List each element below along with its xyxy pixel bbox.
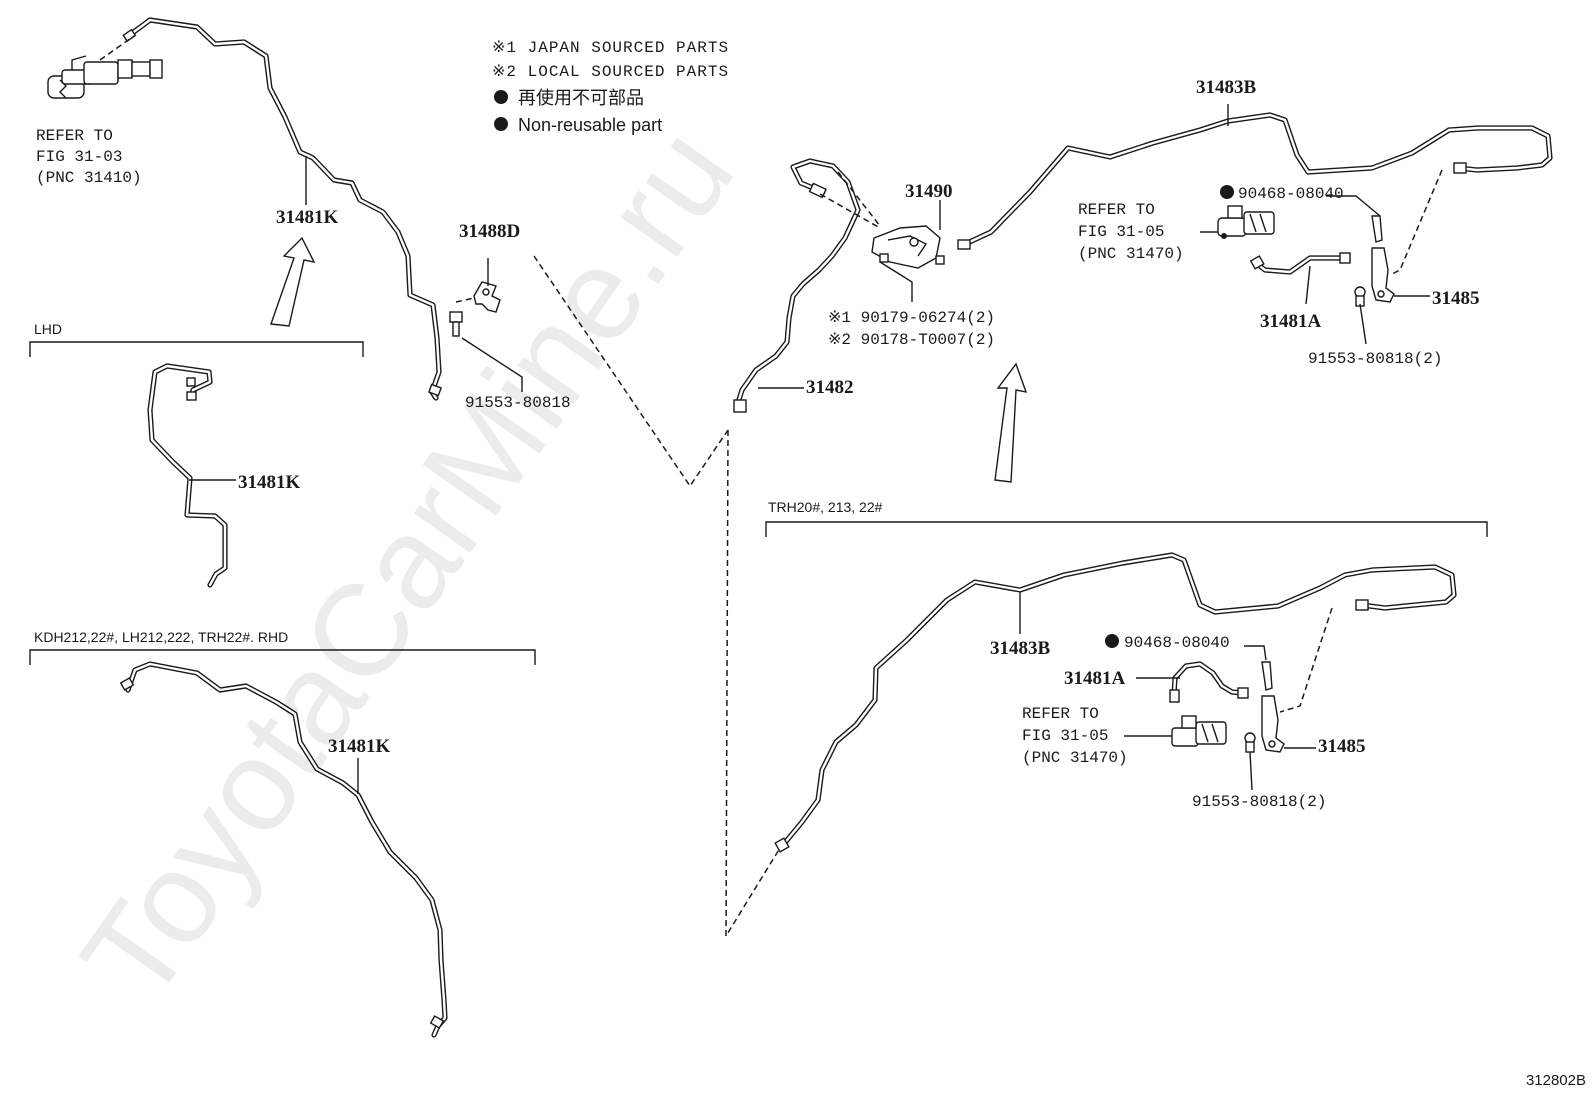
refer-b-line3: (PNC 31470) — [1078, 245, 1184, 263]
note-japan-sourced: ※1 JAPAN SOURCED PARTS — [492, 39, 729, 57]
part-label-31482: 31482 — [806, 377, 854, 398]
part-label-31481k-rhd: 31481K — [328, 736, 391, 757]
part-label-90468-a: 90468-08040 — [1238, 185, 1344, 203]
arrow-up-right-icon — [994, 362, 1028, 483]
pipe-31481k-lhd — [147, 363, 228, 588]
union-31490-icon — [819, 171, 945, 269]
section-label-lhd: LHD — [34, 321, 62, 337]
figure-code: 312802B — [1526, 1072, 1586, 1089]
part-label-90468-b: 90468-08040 — [1124, 634, 1230, 652]
refer-a-line2: FIG 31-03 — [36, 148, 122, 166]
master-cylinder-icon — [47, 35, 163, 99]
notes-block: ※1 JAPAN SOURCED PARTS ※2 LOCAL SOURCED … — [492, 39, 729, 135]
part-label-31481a-lower: 31481A — [1064, 668, 1126, 689]
pipe-fittings — [119, 28, 1467, 1029]
section-bracket-lhd — [29, 341, 364, 357]
part-label-91553-80818-2-top: 91553-80818(2) — [1308, 350, 1442, 368]
dashed-connectors — [533, 255, 781, 939]
part-label-31485-lower: 31485 — [1318, 736, 1366, 757]
part-numbers: 31481K 31481K 31481K 31488D 91553-80818 … — [238, 77, 1480, 811]
note-non-reusable-jp: 再使用不可部品 — [518, 88, 644, 108]
pipe-31481k-rhd — [125, 661, 448, 1038]
release-cylinder-lower-icon — [1171, 715, 1227, 747]
section-captions: LHD KDH212,22#, LH212,222, TRH22#. RHD T… — [34, 321, 883, 645]
refer-b-line1: REFER TO — [1078, 201, 1155, 219]
release-cylinder-top-icon — [1217, 205, 1275, 239]
part-label-31481k-lhd: 31481K — [238, 472, 301, 493]
arrow-up-left-icon — [270, 236, 316, 327]
part-label-31488d: 31488D — [459, 221, 520, 242]
part-label-31481k-top: 31481K — [276, 207, 339, 228]
non-reusable-mark-a — [1220, 185, 1234, 199]
pipe-31481a-top — [1253, 255, 1348, 275]
bracket-31485-lower-icon — [1244, 607, 1333, 753]
part-label-91553-80818: 91553-80818 — [465, 394, 571, 412]
part-label-90178: ※2 90178-T0007(2) — [828, 331, 995, 349]
refer-a-line1: REFER TO — [36, 127, 113, 145]
part-label-31490: 31490 — [905, 181, 953, 202]
note-non-reusable-en: Non-reusable part — [518, 115, 662, 135]
refer-c-line3: (PNC 31470) — [1022, 749, 1128, 767]
part-label-90179: ※1 90179-06274(2) — [828, 309, 995, 327]
refer-notes: REFER TO FIG 31-03 (PNC 31410) REFER TO … — [36, 127, 1184, 767]
non-reusable-mark-b — [1105, 634, 1119, 648]
part-label-31483b-lower: 31483B — [990, 638, 1051, 659]
section-bracket-rhd — [29, 649, 536, 665]
pipe-31481k-top — [128, 17, 442, 401]
refer-c-line2: FIG 31-05 — [1022, 727, 1108, 745]
leader-lines — [189, 104, 1430, 794]
refer-b-line2: FIG 31-05 — [1078, 223, 1164, 241]
part-label-31485-top: 31485 — [1432, 288, 1480, 309]
refer-c-line1: REFER TO — [1022, 705, 1099, 723]
pipe-31483b-top — [960, 112, 1553, 248]
pipe-31481a-lower — [1171, 661, 1245, 698]
part-label-31481a-top: 31481A — [1260, 311, 1322, 332]
note-local-sourced: ※2 LOCAL SOURCED PARTS — [492, 63, 729, 81]
pipe-31483b-lower — [780, 552, 1457, 848]
section-bracket-trh — [765, 521, 1488, 537]
part-label-91553-80818-2-lower: 91553-80818(2) — [1192, 793, 1326, 811]
refer-a-line3: (PNC 31410) — [36, 169, 142, 187]
section-label-trh: TRH20#, 213, 22# — [768, 499, 883, 515]
pipe-31482 — [735, 158, 861, 406]
part-label-31483b-top: 31483B — [1196, 77, 1257, 98]
section-label-rhd: KDH212,22#, LH212,222, TRH22#. RHD — [34, 629, 288, 645]
watermark: ToyotaCarMine.ru — [53, 102, 761, 1026]
bracket-31485-top-icon — [1354, 169, 1443, 307]
bracket-31488d-icon — [449, 281, 501, 337]
